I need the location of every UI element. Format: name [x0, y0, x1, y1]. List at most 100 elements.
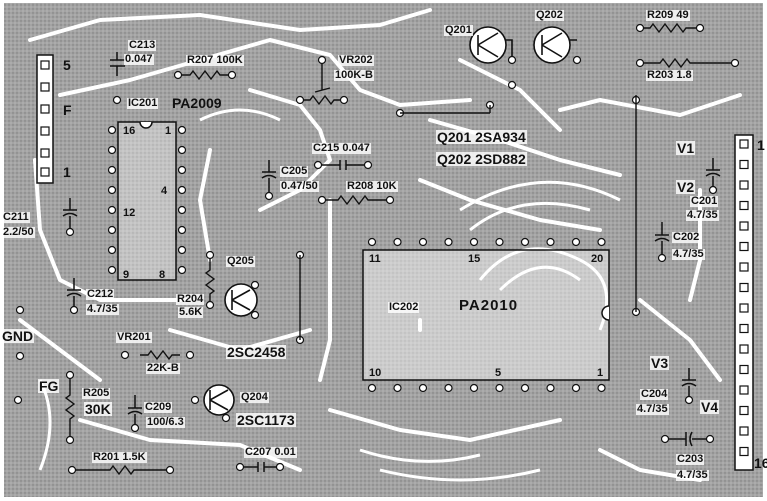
ic202-pad: [469, 237, 479, 247]
ic201-part: PA2009: [172, 95, 222, 111]
vr202-value: 100K-B: [334, 69, 374, 81]
solder-pad: [708, 185, 718, 195]
ic201-pad: [177, 145, 187, 155]
c205-label: C205: [280, 165, 309, 177]
ic201-pad: [177, 225, 187, 235]
c201-value: 4.7/35: [686, 209, 719, 221]
ic202-pad: [546, 237, 555, 247]
solder-pad: [339, 95, 349, 105]
ic201-pad: [107, 125, 117, 135]
ic202-pad: [418, 237, 428, 247]
connector-right-pin: [739, 241, 749, 252]
ic201-pin-16: 16: [123, 125, 136, 137]
connector-right-pin: [739, 405, 749, 416]
vr202-label: VR202: [338, 54, 374, 66]
vr201-value: 22K-B: [146, 362, 180, 374]
r201-label: R201 1.5K: [92, 451, 147, 463]
ic202-part: PA2010: [459, 297, 519, 314]
solder-pad: [227, 70, 237, 80]
solder-pad: [250, 310, 260, 320]
c211-value: 2.2/50: [2, 226, 35, 238]
connector-right-pin: [739, 344, 749, 354]
solder-pad: [657, 253, 667, 263]
r203-label: R203 1.8: [646, 69, 693, 81]
q204-body: [203, 384, 235, 416]
solder-pad: [65, 370, 75, 380]
r207-label: R207 100K: [186, 54, 244, 66]
ic201-pad: [177, 205, 187, 215]
q205-part: 2SC2458: [226, 344, 287, 360]
solder-pad: [363, 160, 373, 170]
ic202-pad: [469, 383, 479, 393]
ic202-pin-15: 15: [468, 253, 481, 265]
solder-pad: [185, 350, 195, 360]
solder-pad: [695, 23, 705, 33]
ic201-pad: [107, 185, 117, 195]
connector-right-label-1: 1: [757, 137, 765, 153]
rail-v4: V4: [700, 399, 720, 415]
connector-right-pin: [739, 180, 749, 190]
ic202-pad: [546, 383, 555, 393]
solder-pad: [313, 160, 323, 170]
solder-pad: [730, 58, 740, 68]
solder-pad: [205, 250, 215, 260]
solder-pad: [15, 305, 25, 315]
transistor-list-q202: Q202 2SD882: [436, 151, 527, 167]
c201-label: C201: [690, 195, 719, 207]
solder-pad: [385, 195, 395, 205]
solder-pad: [120, 350, 130, 360]
q201-body: [469, 26, 507, 64]
ic202-pin-1: 1: [597, 367, 604, 379]
ic201-pin-4: 4: [161, 185, 168, 197]
ic202-pad: [520, 237, 530, 247]
q205-label: Q205: [226, 255, 255, 267]
solder-pad: [507, 80, 517, 90]
ic202-pad: [418, 383, 428, 393]
c202-label: C202: [672, 231, 701, 243]
connector-right-pin: [739, 262, 749, 272]
ic201-pin-8: 8: [159, 269, 166, 281]
ic202-pin-11: 11: [369, 253, 381, 265]
ic201-pin-12: 12: [123, 207, 136, 219]
ic201-pad: [177, 245, 187, 255]
c207-label: C207 0.01: [244, 446, 297, 458]
ic202-pad: [520, 383, 530, 393]
ic202-pad: [571, 237, 581, 247]
c204-value: 4.7/35: [636, 403, 669, 415]
solder-pad: [317, 55, 327, 65]
c213-value: 0.047: [124, 53, 154, 65]
connector-right-pin: [739, 282, 749, 293]
connector-right-label-16: 16: [754, 455, 767, 471]
ic201-outline: [117, 121, 177, 281]
solder-pad: [67, 465, 77, 475]
connector-right-pin: [739, 221, 749, 231]
q204-label: Q204: [240, 391, 269, 403]
connector-right-pin: [739, 200, 749, 211]
ic202-pad: [495, 237, 504, 247]
c212-value: 4.7/35: [86, 303, 119, 315]
r204-value: 5.6K: [178, 306, 204, 318]
c203-label: C203: [676, 453, 705, 465]
connector-left-label-5: 5: [63, 57, 71, 73]
c202-value: 4.7/35: [672, 248, 705, 260]
solder-pad: [317, 195, 327, 205]
solder-pad: [15, 351, 25, 361]
solder-pad: [190, 395, 200, 405]
vr201-label: VR201: [116, 331, 152, 343]
solder-pad: [660, 434, 670, 444]
ic201-pad: [107, 205, 117, 215]
ic202-pad: [367, 383, 377, 393]
connector-right-pin: [739, 446, 749, 457]
ic201-pad: [107, 265, 117, 275]
solder-pad: [205, 300, 215, 310]
ic201-ref: IC201: [127, 97, 159, 109]
ic201-pad: [107, 165, 117, 175]
connector-right-pin: [739, 303, 749, 313]
q202-body: [533, 26, 571, 64]
connector-left-label-1: 1: [63, 164, 71, 180]
solder-pad: [275, 462, 285, 472]
solder-pad: [235, 462, 245, 472]
solder-pad: [221, 413, 231, 423]
solder-pad: [69, 305, 79, 315]
ic201-pad: [107, 225, 117, 235]
